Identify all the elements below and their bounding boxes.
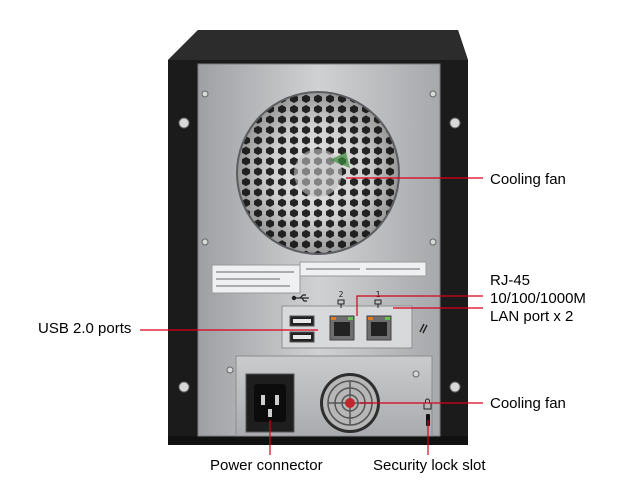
screw-icon [201, 90, 209, 98]
reset-icon [419, 323, 428, 334]
screw-icon [429, 238, 437, 246]
lan-port-number-1: 1 [376, 290, 381, 299]
label-power-connector: Power connector [210, 457, 323, 474]
rj45-ports[interactable] [329, 315, 392, 341]
screw-icon [449, 381, 461, 393]
screw-icon [412, 370, 420, 378]
lan-port-number-2: 2 [339, 290, 344, 299]
screw-icon [178, 117, 190, 129]
network-icon [337, 299, 382, 308]
screw-icon [429, 90, 437, 98]
bottom-fan [320, 373, 380, 433]
screw-icon [201, 238, 209, 246]
label-security-lock-slot: Security lock slot [373, 457, 486, 474]
callout-line-rj45 [356, 295, 483, 316]
label-cooling-fan-top: Cooling fan [490, 171, 566, 188]
label-rj45-count: LAN port x 2 [490, 308, 574, 325]
screws [178, 90, 461, 393]
label-rj45-group: RJ-45 10/100/1000M LAN port x 2 [490, 272, 586, 326]
label-rj45-speed: 10/100/1000M [490, 290, 586, 307]
screw-icon [178, 381, 190, 393]
usb-ports[interactable] [289, 315, 315, 343]
label-rj45: RJ-45 [490, 272, 531, 289]
screw-icon [226, 366, 234, 374]
serial-stickers [211, 261, 427, 294]
callout-lines [140, 177, 483, 455]
screw-icon [449, 117, 461, 129]
label-usb-ports: USB 2.0 ports [38, 320, 132, 337]
usb-icon [291, 294, 309, 302]
io-panel: 2 1 [281, 290, 428, 349]
label-cooling-fan-bottom: Cooling fan [490, 395, 566, 412]
top-fan-grille [236, 91, 400, 255]
